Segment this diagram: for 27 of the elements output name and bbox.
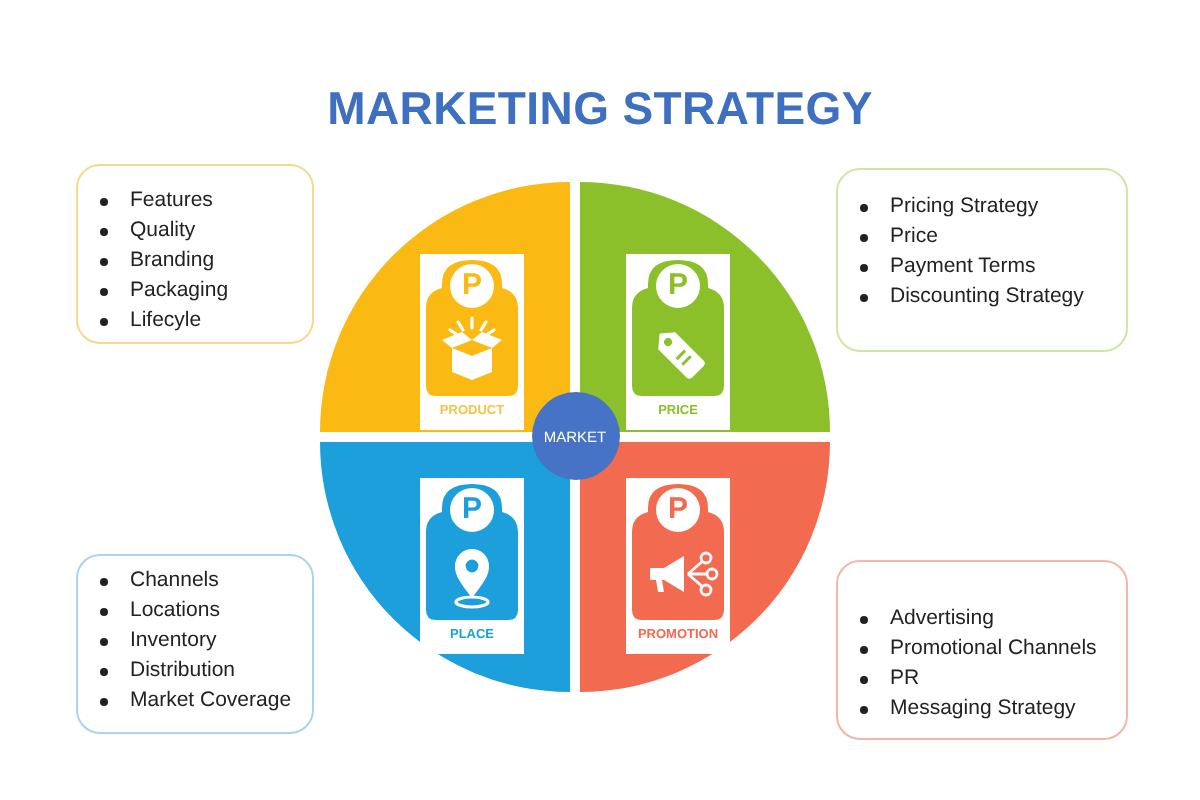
list-item: PR [890, 664, 920, 694]
list-item: Branding [130, 246, 215, 276]
quadrant-segment [580, 441, 830, 691]
list-item: Channels [130, 566, 219, 596]
list-item: Pricing Strategy [890, 192, 1039, 222]
list-item: Advertising [890, 604, 994, 634]
list-item: Promotional Channels [890, 634, 1097, 664]
list-item: Discounting Strategy [890, 282, 1084, 312]
list-item: Distribution [130, 656, 236, 686]
list-item: Quality [130, 216, 196, 246]
list-item: Market Coverage [130, 686, 292, 716]
bullet-list-panel [836, 560, 1128, 740]
bullet-list-panel [76, 554, 314, 734]
quadrant-segment [320, 181, 570, 431]
list-item: Payment Terms [890, 252, 1036, 282]
quadrant-segment [320, 441, 570, 691]
list-item: Packaging [130, 276, 229, 306]
list-item: Messaging Strategy [890, 694, 1076, 724]
list-item: Lifecyle [130, 306, 202, 336]
list-item: Inventory [130, 626, 217, 656]
list-item: Features [130, 186, 213, 216]
page-title: MARKETING STRATEGY [327, 82, 873, 134]
list-item: Locations [130, 596, 220, 626]
quadrant-segment [580, 181, 830, 431]
bullet-list-panel [76, 164, 314, 344]
bullet-list-panel [836, 168, 1128, 352]
list-item: Price [890, 222, 938, 252]
